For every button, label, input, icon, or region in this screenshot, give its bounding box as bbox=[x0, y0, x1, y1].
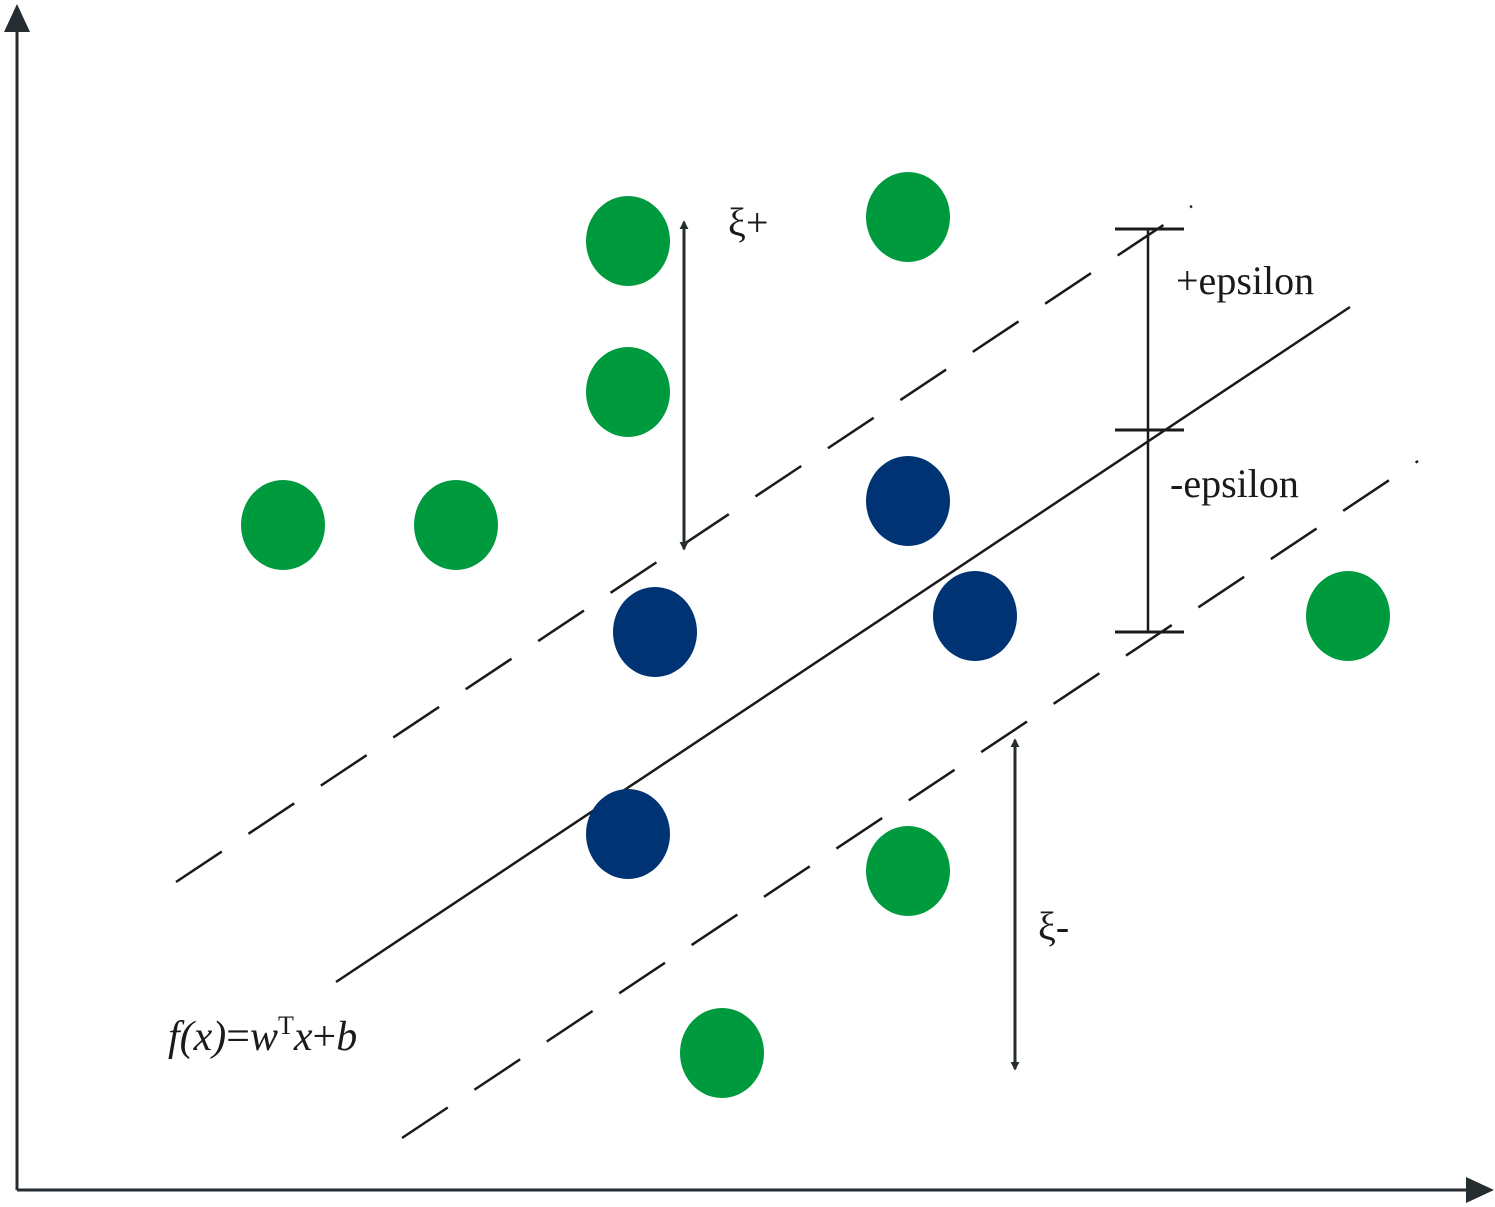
formula-sup: T bbox=[278, 1011, 294, 1040]
epsilon-bracket bbox=[1115, 227, 1184, 634]
outside-point bbox=[586, 196, 670, 286]
epsilon-tube bbox=[175, 204, 1419, 1140]
regression-formula: f(x)=wTx+b bbox=[168, 1011, 357, 1060]
outside-point bbox=[866, 826, 950, 916]
outside-point bbox=[241, 480, 325, 570]
outside-point bbox=[414, 480, 498, 570]
inside-point bbox=[933, 571, 1017, 661]
inside-points bbox=[586, 456, 1017, 879]
plus-epsilon-label: +epsilon bbox=[1176, 258, 1314, 303]
outside-point bbox=[1306, 571, 1390, 661]
inside-point bbox=[866, 456, 950, 546]
outside-point bbox=[866, 172, 950, 262]
slack-arrows bbox=[679, 220, 1020, 1071]
inside-point bbox=[613, 587, 697, 677]
lower-boundary-dashed bbox=[401, 459, 1419, 1140]
outside-point bbox=[586, 347, 670, 437]
axes bbox=[4, 4, 1494, 1203]
formula-w: w bbox=[250, 1014, 278, 1060]
formula-b: b bbox=[336, 1014, 357, 1060]
xi-minus-label: ξ- bbox=[1038, 904, 1069, 949]
xi-plus-label: ξ+ bbox=[728, 200, 768, 245]
x-axis-arrowhead bbox=[1466, 1177, 1494, 1203]
regression-line bbox=[335, 305, 1351, 984]
formula-plus: + bbox=[313, 1014, 337, 1060]
inside-point bbox=[586, 789, 670, 879]
formula-f: f(x) bbox=[168, 1014, 226, 1060]
outside-point bbox=[680, 1008, 764, 1098]
outside-points bbox=[241, 172, 1390, 1098]
minus-epsilon-label: -epsilon bbox=[1170, 461, 1299, 506]
formula-x: x bbox=[293, 1014, 313, 1060]
y-axis-arrowhead bbox=[4, 4, 30, 32]
formula-eq: = bbox=[226, 1014, 250, 1060]
